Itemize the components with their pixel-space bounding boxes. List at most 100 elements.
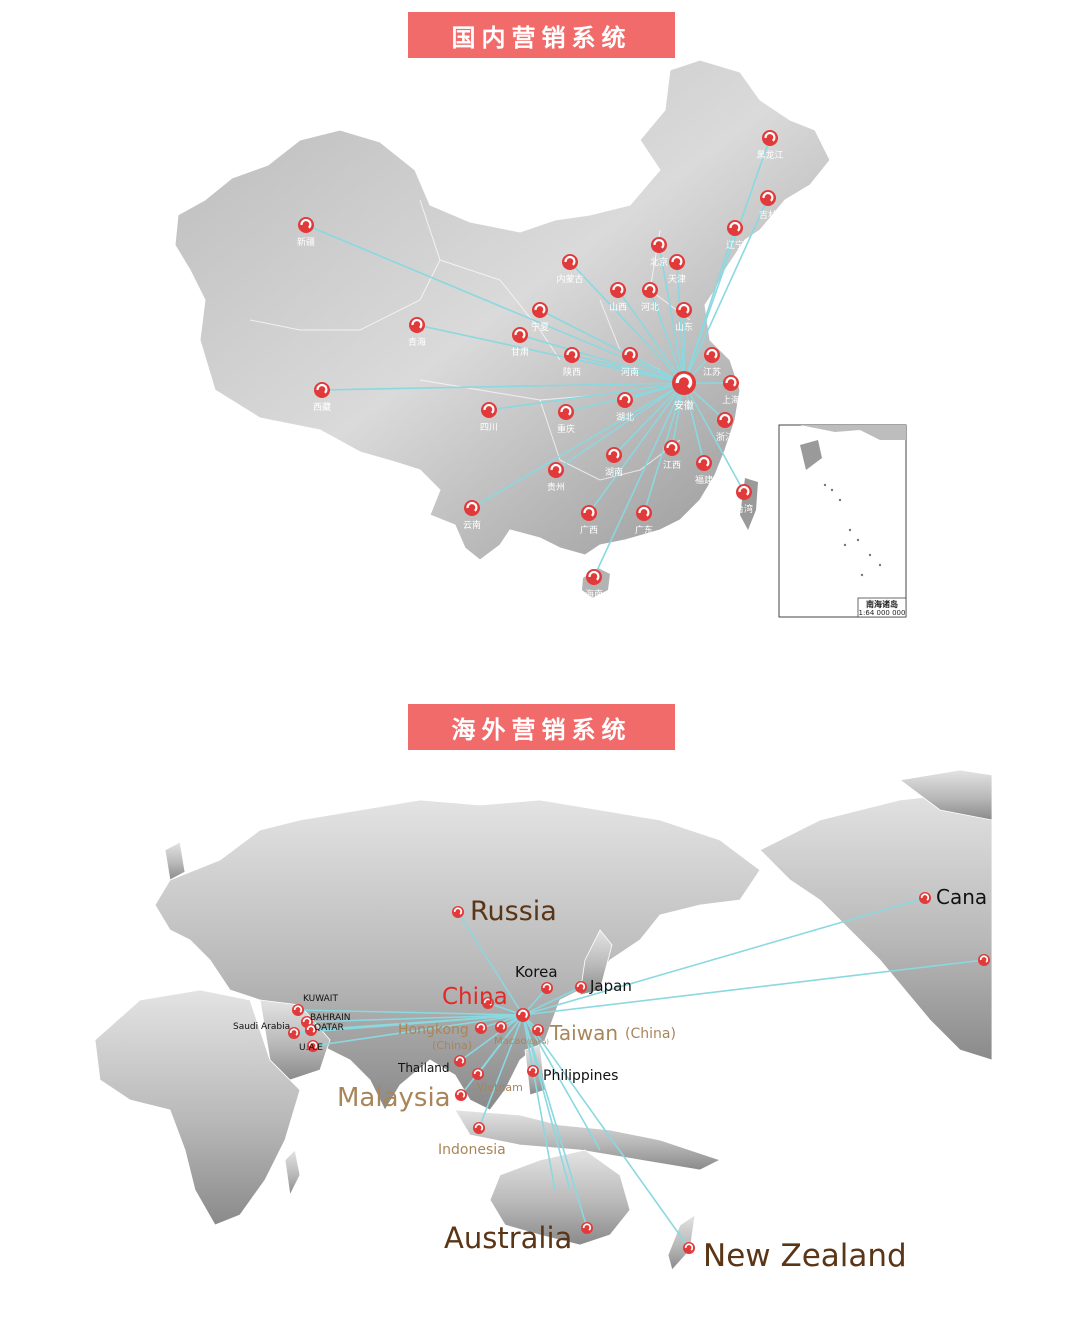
inset-scale: 1:64 000 000: [859, 609, 906, 617]
world-marker-9: [475, 1022, 487, 1034]
label-korea: Korea: [515, 963, 558, 981]
marker-province-15: [617, 392, 633, 408]
overseas-title-banner: 海外营销系统: [408, 704, 675, 750]
label-province-3: 甘肃: [511, 346, 529, 358]
marker-province-3: [512, 327, 528, 343]
label-taiwan: Taiwan: [549, 1021, 618, 1045]
line-11: [593, 382, 685, 578]
label-province-7: 重庆: [557, 423, 575, 435]
world-marker-10: [495, 1021, 507, 1033]
marker-province-18: [664, 440, 680, 456]
nanhai-inset: 南海诸岛 1:64 000 000: [778, 424, 907, 618]
label-province-13: 山西: [609, 302, 627, 313]
label-hongkong-china: (China): [432, 1039, 472, 1052]
marker-province-17: [636, 505, 652, 521]
marker-province-16: [606, 447, 622, 463]
world-marker-1: [541, 982, 553, 994]
china-map: 新疆西藏青海甘肃宁夏内蒙古四川重庆云南贵州广西海南陕西山西河南湖北湖南广东江西福…: [174, 59, 907, 618]
world-line-18: [522, 1014, 690, 1249]
line-9: [555, 382, 685, 471]
label-province-15: 湖北: [616, 412, 634, 423]
label-province-0: 新疆: [297, 236, 315, 248]
world-line-16: [478, 1014, 524, 1129]
marker-province-25: [651, 237, 667, 253]
marker-province-0: [298, 217, 314, 233]
marker-province-21: [723, 375, 739, 391]
north-america-landmass: [759, 789, 992, 1061]
label-australia: Australia: [444, 1221, 572, 1255]
label-province-8: 云南: [463, 519, 481, 531]
world-marker-20: [978, 954, 990, 966]
label-province-11: 海南: [585, 588, 603, 600]
marker-province-22: [704, 347, 720, 363]
world-marker-19: [919, 892, 931, 904]
label-province-17: 广东: [635, 524, 653, 536]
world-marker-18: [683, 1242, 695, 1254]
label-macao-china: (China): [527, 1039, 549, 1046]
label-japan: Japan: [589, 977, 632, 995]
label-province-25: 北京: [650, 256, 668, 268]
marker-province-26: [669, 254, 685, 270]
world-line-2: [522, 986, 582, 1016]
new-zealand-landmass: [667, 1214, 696, 1271]
label-province-14: 河南: [621, 366, 639, 378]
marker-province-6: [481, 402, 497, 418]
indonesia-landmass: [454, 1109, 722, 1171]
label-province-24: 河北: [641, 301, 659, 313]
marker-province-9: [548, 462, 564, 478]
overseas-connection-lines: [293, 897, 985, 1249]
label-canada: Cana: [936, 885, 987, 909]
line-29: [683, 137, 771, 384]
line-0: [305, 224, 685, 384]
label-province-16: 湖南: [605, 466, 623, 478]
world-line-8: [312, 1014, 524, 1047]
line-30: [683, 382, 745, 493]
marker-province-28: [760, 190, 776, 206]
line-2: [416, 324, 685, 384]
label-philippines: Philippines: [543, 1068, 618, 1084]
world-marker-3: [482, 997, 494, 1009]
world-line-4: [297, 1009, 524, 1016]
label-province-27: 辽宁: [726, 239, 744, 251]
world-marker-15: [455, 1089, 467, 1101]
marker-province-29: [762, 130, 778, 146]
domestic-title-banner: 国内营销系统: [408, 12, 675, 58]
label-province-2: 青海: [408, 336, 426, 348]
world-landmasses: [94, 769, 992, 1271]
label-province-22: 江苏: [703, 366, 721, 378]
line-10: [588, 382, 685, 514]
line-19: [683, 382, 705, 464]
marker-province-24: [642, 282, 658, 298]
madagascar-landmass: [284, 1149, 301, 1197]
marker-province-1: [314, 382, 330, 398]
label-kuwait: KUWAIT: [303, 994, 338, 1004]
label-vietnam: Vietnam: [477, 1081, 523, 1094]
marker-province-10: [581, 505, 597, 521]
marker-province-27: [727, 220, 743, 236]
marker-province-19: [696, 455, 712, 471]
label-province-10: 广西: [580, 524, 598, 536]
line-13: [617, 289, 685, 384]
world-line-5: [306, 1014, 524, 1023]
world-marker-2: [575, 981, 587, 993]
world-marker-16: [473, 1122, 485, 1134]
world-line-15: [460, 1014, 524, 1096]
label-province-4: 宁夏: [531, 321, 549, 333]
domestic-markers: 新疆西藏青海甘肃宁夏内蒙古四川重庆云南贵州广西海南陕西山西河南湖北湖南广东江西福…: [297, 130, 784, 600]
australia-landmass: [489, 1149, 631, 1246]
overseas-markers: [288, 892, 990, 1254]
marker-province-8: [464, 500, 480, 516]
marker-province-12: [564, 347, 580, 363]
marker-province-20: [717, 412, 733, 428]
world-line-extra-3: [522, 1014, 556, 1191]
world-marker-12: [454, 1055, 466, 1067]
world-line-17: [522, 1014, 588, 1229]
world-line-19: [522, 897, 926, 1016]
label-macao: Macao: [494, 1036, 527, 1047]
world-line-7: [293, 1014, 524, 1034]
world-marker-4: [292, 1004, 304, 1016]
label-province-28: 吉林: [759, 209, 777, 221]
line-8: [471, 382, 685, 509]
marker-province-11: [586, 569, 602, 585]
line-26: [676, 261, 685, 384]
